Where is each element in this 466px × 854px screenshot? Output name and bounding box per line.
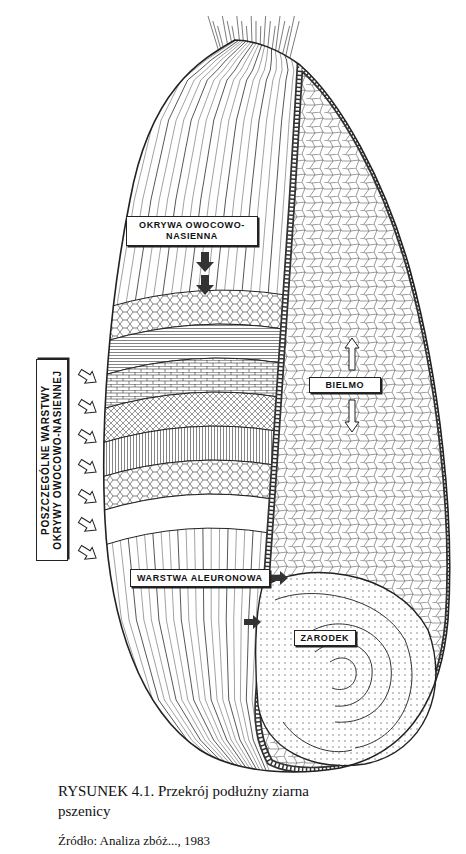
plumule-line (330, 658, 356, 690)
pointer-arrows (76, 252, 359, 629)
label-box: POSZCZEGÓLNE WARSTWY OKRYWY OWOCOWO-NASI… (36, 359, 68, 561)
radicle-line (283, 722, 352, 752)
label-box: OKRYWA OWOCOWO-NASIENNA (126, 216, 258, 246)
hollow-arrow (76, 486, 100, 508)
grain-outline (104, 40, 450, 772)
hollow-arrow (76, 396, 100, 418)
embryo (256, 573, 436, 766)
figure-caption: RYSUNEK 4.1. Przekrój podłużny ziarna ps… (58, 782, 363, 821)
hollow-arrow (345, 338, 359, 370)
solid-arrow (196, 275, 214, 295)
hollow-arrow (76, 456, 100, 478)
leaf-line (315, 642, 372, 706)
scutellum-line (275, 593, 412, 748)
label-box: BIELMO (309, 377, 382, 394)
embryo-outline (256, 573, 436, 766)
label-text: ZARODEK (301, 633, 350, 644)
hollow-arrow (76, 366, 100, 388)
hollow-arrow (76, 426, 100, 448)
label-text: OKRYWA OWOCOWO-NASIENNA (131, 220, 253, 242)
label-box: WARSTWA ALEURONOWA (130, 569, 270, 588)
coleoptile-line (300, 624, 391, 722)
hollow-arrow (76, 514, 100, 536)
solid-arrow (271, 571, 288, 585)
label-box: ZARODEK (294, 630, 357, 647)
hollow-arrow (345, 400, 359, 432)
source-note: Źródło: Analiza zbóż..., 1983 (58, 833, 210, 849)
pericarp-layer (101, 494, 272, 545)
hollow-arrow (76, 542, 100, 564)
pericarp-layers (101, 290, 286, 545)
label-text: WARSTWA ALEURONOWA (137, 573, 263, 584)
solid-arrow (196, 252, 214, 272)
label-text: BIELMO (326, 380, 365, 391)
solid-arrow (244, 615, 261, 629)
label-text: POSZCZEGÓLNE WARSTWY OKRYWY OWOCOWO-NASI… (40, 364, 64, 556)
